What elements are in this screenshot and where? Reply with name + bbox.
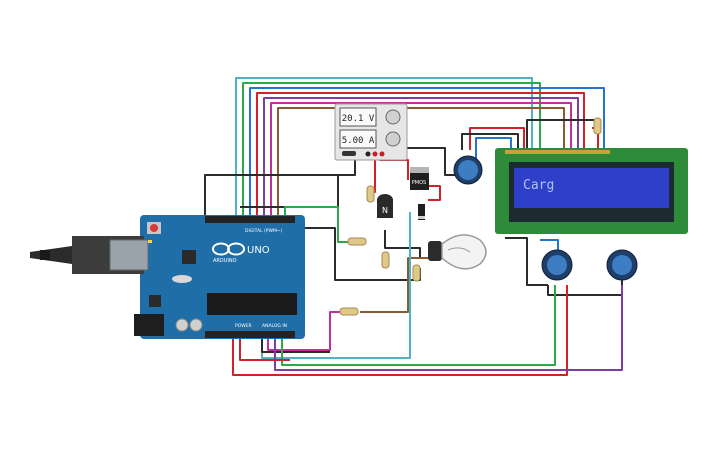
arduino-logo-icon [212,242,245,256]
terminal-positive-2[interactable] [379,151,385,157]
resistor-supply [366,185,375,203]
wire-black-npn [384,230,430,259]
terminal-negative[interactable] [365,151,371,157]
wire-blue-pot2 [540,239,559,250]
reset-button[interactable] [150,224,158,232]
wire-cyan-top [235,77,533,218]
capacitor-2 [189,318,203,332]
brand-label: ARDUINO [213,258,237,264]
lcd-text: Carg [523,178,554,193]
analog-power-header[interactable] [205,331,295,338]
usb-port [109,239,149,271]
wire-green-bottom [281,285,556,366]
regulator-chip [149,295,161,307]
resistor-npn [381,251,390,269]
usb-cable-tip [40,250,50,260]
wire-red-bottom [232,285,568,376]
resistor-top-right [593,117,602,135]
wire-green-top [242,82,541,218]
wire-black-gnd2 [338,160,356,176]
wire-magenta-top [270,102,572,218]
voltage-readout: 20.1 V [342,114,375,124]
wire-red-pmos [428,185,441,201]
wire-black-pots [547,280,623,296]
lcd-screen [514,168,669,208]
led-l [148,240,152,243]
wire-purple-bottom [274,285,623,371]
current-knob[interactable] [385,131,401,147]
light-bulb-icon [428,234,487,270]
wire-blue-top [249,87,605,218]
wire-blue-pot1 [475,137,512,162]
current-display [339,129,377,149]
arduino-uno: DIGITAL (PWM~) POWER ANALOG IN UNO ARDUI… [30,215,305,339]
wire-red-bottom2 [239,336,290,361]
dc-jack [134,314,164,336]
usb-chip [182,250,196,264]
lcd-pin-header[interactable] [505,150,610,154]
resistor-base [347,237,367,246]
lcd-module: Carg [495,148,688,234]
digital-label: DIGITAL (PWM~) [245,228,283,234]
power-label: POWER [235,323,252,329]
wire-green-base [284,206,348,243]
potentiometer-contrast[interactable] [453,155,483,185]
power-switch[interactable] [342,151,356,156]
terminal-positive[interactable] [372,151,378,157]
power-supply: 20.1 V 5.00 A [334,103,408,161]
wire-brown-top [277,107,565,218]
potentiometer-1[interactable] [541,249,573,281]
resistor-lamp [412,264,421,282]
wires [204,77,623,376]
pmos-label: PMOS [412,180,426,186]
wire-black-pot1 [461,133,519,150]
wire-purple-top [263,97,579,218]
voltage-display [339,107,377,127]
wire-magenta-a0 [267,311,345,351]
wire-brown-lamp [360,257,430,313]
wire-black-bottom [261,336,330,353]
crystal [172,275,192,283]
diode [418,204,425,220]
pmos-transistor: PMOS [410,167,429,190]
current-readout: 5.00 A [342,136,375,146]
npn-transistor: N [377,194,393,218]
model-label: UNO [247,245,270,256]
digital-header[interactable] [205,216,295,223]
voltage-knob[interactable] [385,109,401,125]
wire-black-lcd [526,119,597,148]
usb-cable [30,246,72,264]
wire-red-pot1 [469,127,525,150]
atmega-chip [207,293,297,315]
resistor-analog [339,307,359,316]
wire-black-pot-return [505,237,548,286]
analog-label: ANALOG IN [262,323,287,329]
npn-label: N [382,206,388,215]
potentiometer-2[interactable] [606,249,638,281]
capacitor-1 [175,318,189,332]
